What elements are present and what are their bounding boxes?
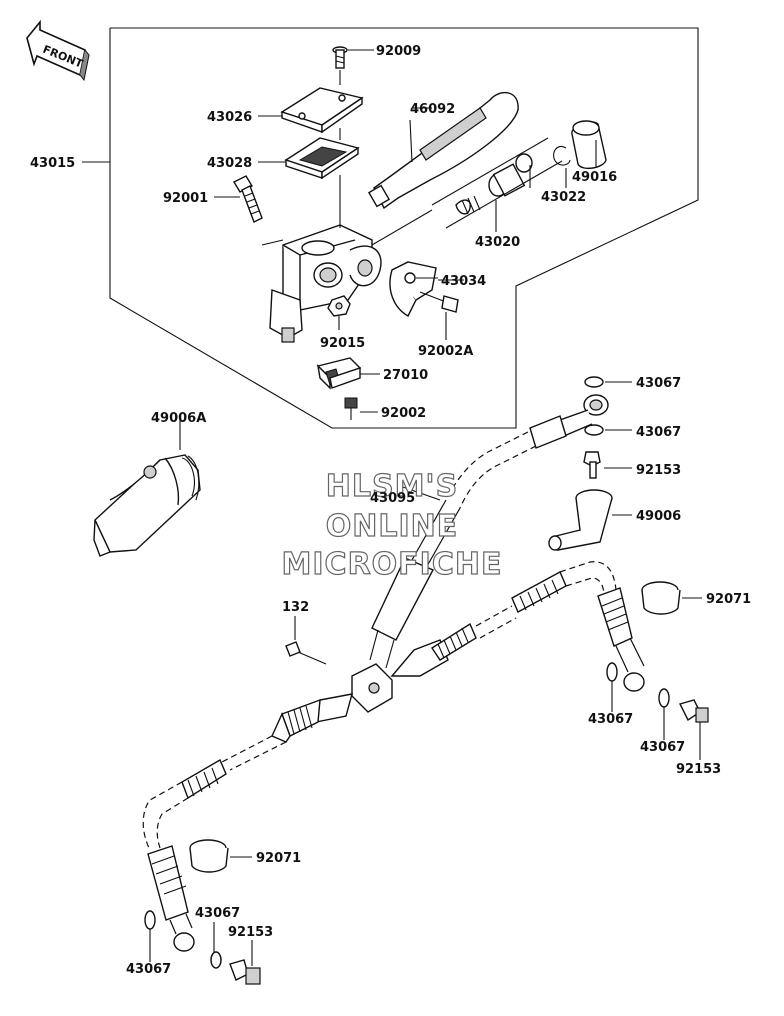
assembly-outline bbox=[109, 27, 699, 429]
label-132: 132 bbox=[282, 600, 309, 615]
upper-banjo-fitting bbox=[559, 376, 632, 479]
cover-49006 bbox=[548, 489, 632, 551]
front-arrow-icon: FRONT bbox=[26, 19, 90, 82]
label-43015: 43015 bbox=[30, 156, 75, 171]
bolt-92002A bbox=[419, 291, 459, 340]
label-43067-right-b: 43067 bbox=[640, 740, 685, 755]
label-43034: 43034 bbox=[441, 274, 486, 289]
label-43067-right-a: 43067 bbox=[588, 712, 633, 727]
label-92153-upper: 92153 bbox=[636, 463, 681, 478]
label-43026: 43026 bbox=[207, 110, 252, 125]
diaphragm-43028 bbox=[258, 128, 360, 180]
main-hose-left bbox=[142, 693, 353, 985]
label-92002A: 92002A bbox=[418, 344, 473, 359]
upper-brake-hose bbox=[369, 415, 567, 669]
label-43020: 43020 bbox=[475, 235, 520, 250]
bolt-132 bbox=[285, 616, 327, 665]
label-43067-upper: 43067 bbox=[636, 425, 681, 440]
joint-block bbox=[351, 663, 393, 713]
holder-43034 bbox=[389, 261, 438, 317]
label-49016: 49016 bbox=[572, 170, 617, 185]
label-46092: 46092 bbox=[410, 102, 455, 117]
piston-kit-43020 bbox=[371, 137, 563, 246]
label-43028: 43028 bbox=[207, 156, 252, 171]
grommet-92071-left bbox=[189, 839, 252, 873]
brake-switch-27010 bbox=[316, 357, 380, 390]
watermark: HLSM'S ONLINE MICROFICHE bbox=[281, 468, 503, 582]
label-43067-left-b: 43067 bbox=[126, 962, 171, 977]
label-43067-top: 43067 bbox=[636, 376, 681, 391]
label-43022: 43022 bbox=[541, 190, 586, 205]
label-92002: 92002 bbox=[381, 406, 426, 421]
reservoir-cap-43026 bbox=[258, 87, 364, 134]
boot-49016 bbox=[571, 120, 607, 170]
nut-92015 bbox=[327, 295, 351, 330]
screw-92009 bbox=[332, 46, 374, 85]
main-hose-right bbox=[390, 561, 709, 760]
label-92153-left: 92153 bbox=[228, 925, 273, 940]
label-43095: 43095 bbox=[370, 491, 415, 506]
label-43067-left-a: 43067 bbox=[195, 906, 240, 921]
label-92009: 92009 bbox=[376, 44, 421, 59]
label-92001: 92001 bbox=[163, 191, 208, 206]
watermark-line1: HLSM'S bbox=[326, 469, 458, 504]
watermark-line2: ONLINE bbox=[326, 509, 459, 544]
label-92071-left: 92071 bbox=[256, 851, 301, 866]
cover-49006A bbox=[93, 418, 201, 557]
label-92071-right: 92071 bbox=[706, 592, 751, 607]
brake-lever-46092 bbox=[367, 91, 519, 210]
circlip-43022 bbox=[553, 146, 571, 188]
label-92015: 92015 bbox=[320, 336, 365, 351]
master-cylinder-body bbox=[261, 175, 382, 343]
bolt-92001 bbox=[214, 175, 263, 223]
label-49006A: 49006A bbox=[151, 411, 206, 426]
screw-92002 bbox=[344, 397, 378, 420]
watermark-line3: MICROFICHE bbox=[282, 547, 503, 582]
grommet-92071-right bbox=[641, 581, 702, 615]
label-92153-right: 92153 bbox=[676, 762, 721, 777]
label-49006: 49006 bbox=[636, 509, 681, 524]
label-27010: 27010 bbox=[383, 368, 428, 383]
